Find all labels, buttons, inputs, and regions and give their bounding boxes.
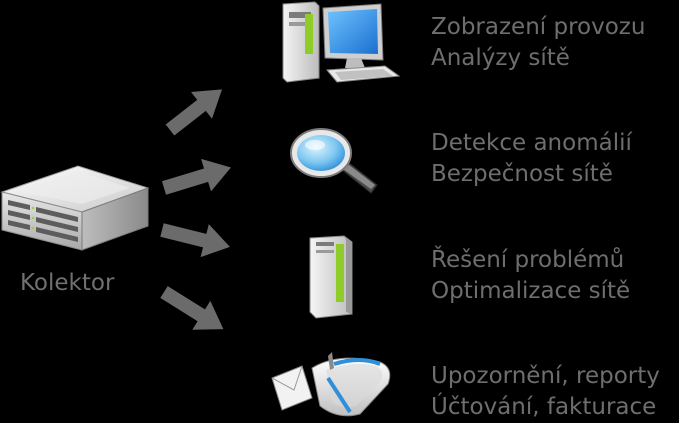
tower-pc-icon <box>309 235 353 319</box>
output-label-detection: Detekce anomálií Bezpečnost sítě <box>431 128 632 190</box>
output-label-alerts: Upozornění, reporty Účtování, fakturace <box>431 361 660 423</box>
arrow-icon <box>165 89 223 136</box>
output-item-detection <box>285 125 385 200</box>
output-line-2: Účtování, fakturace <box>431 394 657 420</box>
arrow-icon <box>160 223 230 258</box>
output-line-1: Zobrazení provozu <box>431 14 646 40</box>
collector-server <box>0 160 150 252</box>
server-icon <box>0 165 150 251</box>
mailbox-icon <box>271 352 391 417</box>
output-line-1: Detekce anomálií <box>431 130 632 156</box>
output-line-1: Řešení problémů <box>431 247 625 273</box>
output-label-troubleshooting: Řešení problémů Optimalizace sítě <box>431 245 630 307</box>
desktop-computer-icon <box>282 1 401 83</box>
output-line-2: Analýzy sítě <box>431 45 570 71</box>
arrow-icon <box>161 158 231 195</box>
output-item-display <box>275 0 405 85</box>
magnifier-icon <box>290 128 378 194</box>
output-line-2: Optimalizace sítě <box>431 278 631 304</box>
output-item-alerts <box>268 348 396 422</box>
collector-label: Kolektor <box>20 270 115 296</box>
output-item-troubleshooting <box>300 232 360 320</box>
output-line-1: Upozornění, reporty <box>431 363 660 389</box>
output-line-2: Bezpečnost sítě <box>431 161 613 187</box>
arrows-group <box>160 89 231 330</box>
arrow-icon <box>160 286 224 330</box>
output-label-display: Zobrazení provozu Analýzy sítě <box>431 12 645 74</box>
